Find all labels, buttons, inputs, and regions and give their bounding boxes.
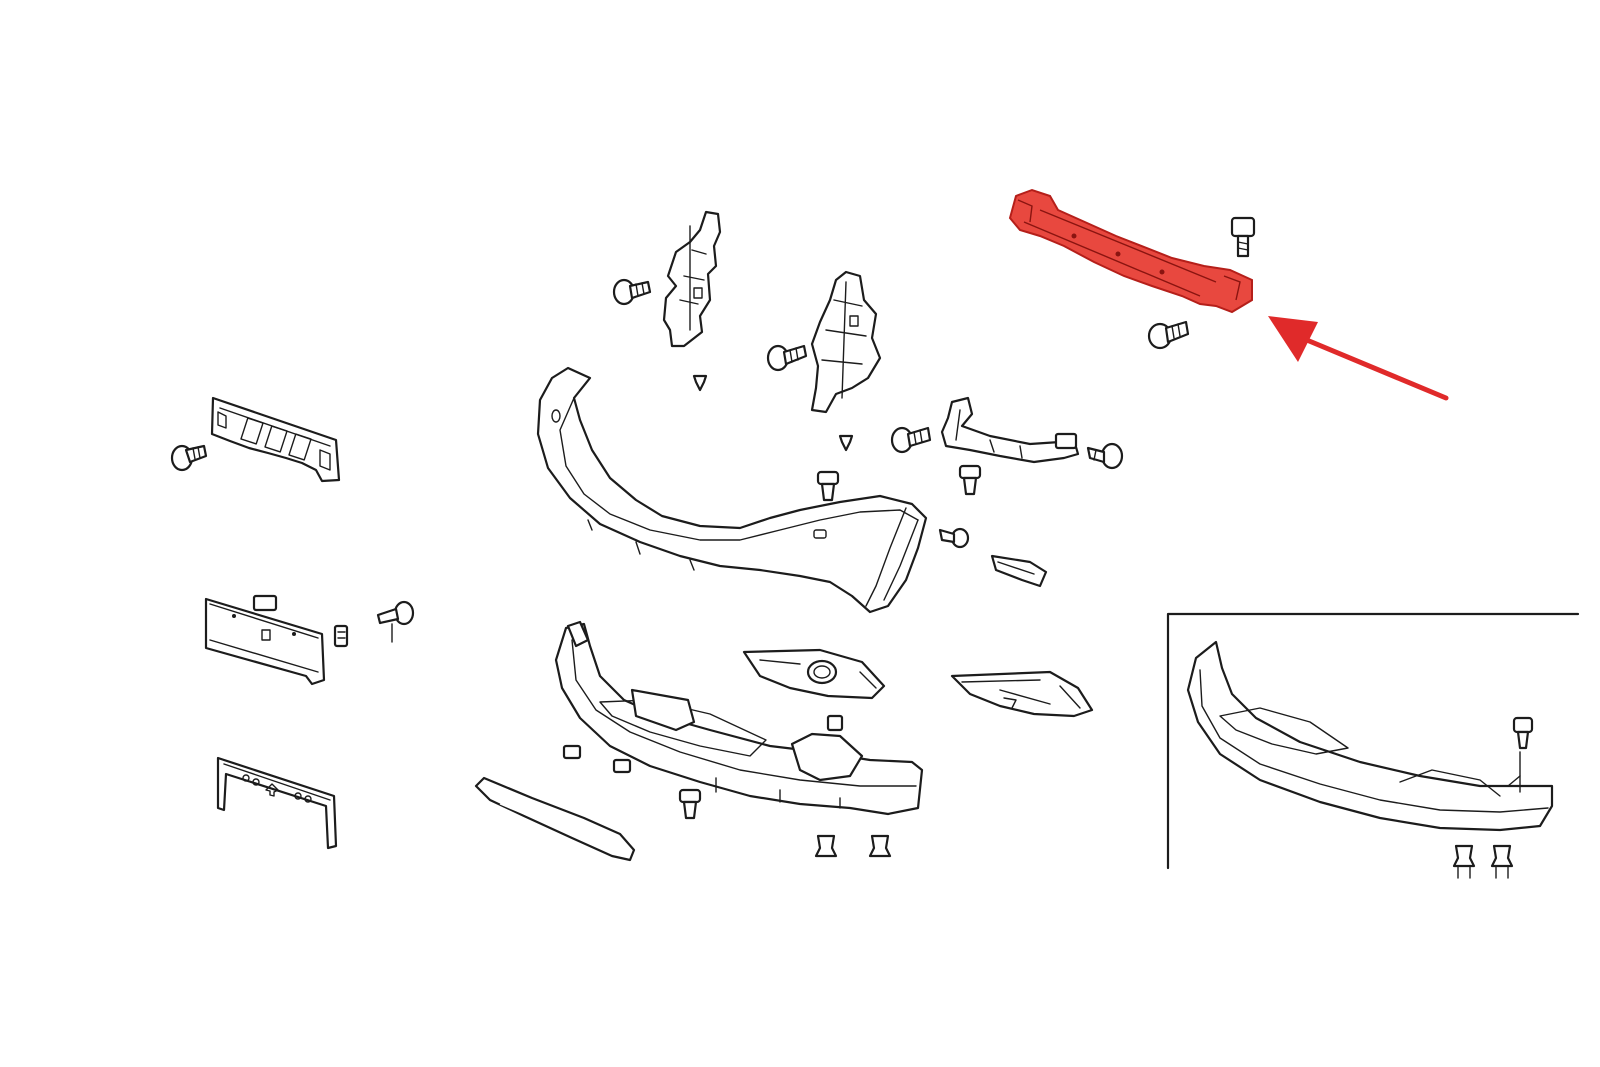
- push-rivet-icon: [1490, 844, 1514, 879]
- highlight-arrow: [1268, 316, 1449, 401]
- bolt-icon: [612, 278, 652, 306]
- clip-icon: [333, 624, 349, 648]
- push-rivet-icon: [958, 464, 982, 496]
- side-spacer: [990, 554, 1048, 588]
- screw-icon: [376, 600, 415, 643]
- right-bumper-side-bracket: [810, 270, 882, 414]
- push-rivet-icon: [868, 834, 892, 858]
- push-rivet-icon: [816, 470, 840, 502]
- push-rivet-icon: [692, 374, 708, 392]
- screw-icon: [938, 527, 970, 549]
- lower-bumper-spoiler: [554, 620, 924, 816]
- push-rivet-icon: [814, 834, 838, 858]
- bumper-reinforcement-beam: [1008, 188, 1253, 314]
- clip-icon: [562, 744, 632, 774]
- bolt-icon: [890, 426, 932, 454]
- bolt-icon: [1086, 442, 1124, 470]
- push-rivet-icon: [678, 788, 702, 820]
- license-plate-bracket: [210, 396, 341, 483]
- bolt-icon: [170, 444, 208, 472]
- lower-grille: [474, 776, 636, 862]
- push-rivet-icon: [1452, 844, 1476, 879]
- inset-lower-spoiler-variant: [1186, 640, 1554, 832]
- left-fog-light-bezel: [742, 648, 886, 700]
- upper-bumper-cover: [536, 366, 928, 614]
- left-bumper-side-bracket: [662, 210, 722, 348]
- inset-variant-box: [1166, 612, 1580, 879]
- push-rivet-icon: [1512, 716, 1534, 750]
- bolt-icon: [1230, 216, 1256, 258]
- license-plate-frame: [216, 756, 338, 850]
- wiring-harness-bracket: [940, 396, 1080, 464]
- bolt-icon: [766, 344, 808, 372]
- license-plate-base: [204, 594, 326, 686]
- right-fog-light-bezel: [950, 670, 1094, 718]
- bolt-icon: [1147, 320, 1190, 350]
- push-rivet-icon: [838, 434, 854, 452]
